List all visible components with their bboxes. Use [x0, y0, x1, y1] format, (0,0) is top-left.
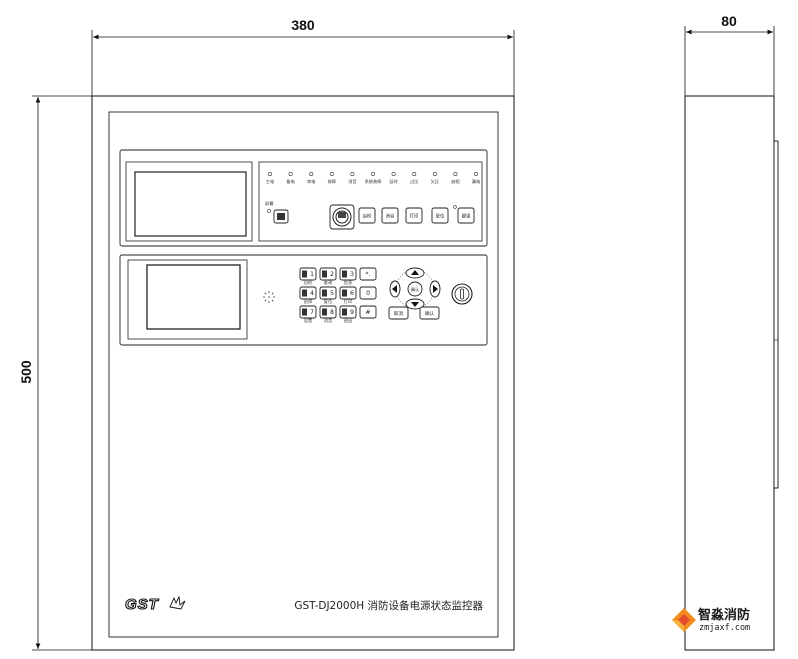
- front-view: 主电备电串电故障消音系统故障延时过压欠压缺相漏电 屏幕 自检消音打印复位键锁 1…: [91, 95, 515, 651]
- keypad-key-label: 9: [350, 309, 354, 316]
- nav-center-button[interactable]: [407, 281, 423, 297]
- keypad-key-label: 4: [310, 290, 314, 297]
- top-function-button[interactable]: [405, 207, 423, 224]
- nav-center-label: 确认: [411, 286, 419, 292]
- side-view: [684, 95, 779, 651]
- speaker-grille-icon: [263, 291, 275, 303]
- self-check-button-face: [277, 213, 285, 220]
- keypad-key-sublabel: 设置: [304, 317, 312, 324]
- top-function-label: 消音: [386, 213, 395, 220]
- arrow-left-icon: [392, 285, 397, 293]
- height-dimension: 500: [18, 95, 92, 651]
- width-dimension-label: 380: [291, 17, 315, 33]
- keypad-key[interactable]: [359, 267, 377, 281]
- watermark: 智淼消防 zmjaxf.com: [672, 607, 750, 633]
- keypad-key-label: *.: [366, 271, 371, 278]
- indicator-label: 串电: [307, 178, 316, 185]
- corner-label: 屏幕: [265, 200, 274, 207]
- top-function-label: 打印: [410, 213, 419, 220]
- indicator-label: 消音: [348, 178, 356, 185]
- keypad-key-sublabel: 启停: [304, 298, 312, 305]
- keypad-key-label: 6: [350, 290, 354, 297]
- bottom-key-row: 取消 确认: [388, 306, 440, 320]
- keypad-key-sublabel: 打印: [344, 298, 352, 305]
- keypad-key-label: 1: [310, 271, 314, 278]
- navigation-cluster: 确认: [389, 267, 441, 310]
- keypad-key-sublabel: 退出: [344, 317, 352, 324]
- indicator-led-icon: [391, 172, 396, 177]
- flame-logo-icon: [169, 595, 186, 610]
- indicator-led-icon: [412, 172, 417, 177]
- indicator-led-icon: [432, 172, 437, 177]
- numeric-keypad: 1自检 2查询 3信息 *. 4启停 5复位 6打印 0 7设置 8消音 9退出 #: [299, 267, 377, 324]
- keypad-key-label: 3: [350, 271, 354, 278]
- top-function-button[interactable]: [381, 207, 399, 224]
- indicator-led-icon: [473, 172, 478, 177]
- indicator-label: 漏电: [472, 178, 481, 185]
- keypad-key-label: 8: [330, 309, 334, 316]
- indicator-label: 欠压: [431, 178, 439, 185]
- arrow-right-icon: [433, 285, 438, 293]
- indicator-led-icon: [453, 172, 458, 177]
- watermark-logo-icon: [672, 608, 696, 632]
- depth-dimension-label: 80: [721, 13, 737, 29]
- top-function-label: 复位: [436, 213, 445, 220]
- watermark-url: zmjaxf.com: [699, 623, 750, 633]
- indicator-label: 主电: [266, 178, 275, 184]
- arrow-down-icon: [411, 302, 419, 307]
- lower-lcd-screen: [146, 264, 241, 330]
- top-function-button[interactable]: [358, 207, 376, 224]
- indicator-led-icon: [350, 172, 355, 177]
- keypad-key-sublabel: 自检: [304, 279, 313, 286]
- keypad-key-label: 7: [310, 309, 314, 316]
- indicator-label: 故障: [328, 178, 336, 185]
- bottom-key-label: 确认: [425, 310, 435, 317]
- keypad-key[interactable]: [359, 305, 377, 319]
- top-function-label: 键锁: [462, 213, 471, 220]
- bottom-key[interactable]: [419, 306, 440, 320]
- keypad-key-sublabel: 查询: [324, 279, 332, 286]
- indicator-label: 延时: [389, 178, 398, 185]
- width-dimension: 380: [91, 17, 515, 96]
- keypad-key-sublabel: 消音: [324, 317, 332, 324]
- side-door-edge: [773, 140, 779, 489]
- brand-logo: GST: [124, 595, 186, 614]
- bottom-key-label: 取消: [394, 310, 404, 317]
- height-dimension-label: 500: [18, 360, 34, 384]
- lock-led-icon: [453, 205, 457, 209]
- keypad-key-label: 5: [330, 290, 334, 297]
- indicator-label: 备电: [286, 178, 295, 185]
- indicator-led-icon: [370, 172, 375, 177]
- upper-lcd-screen: [134, 171, 247, 237]
- keypad-key-label: 2: [330, 271, 334, 278]
- top-function-label: 自检: [363, 213, 372, 220]
- arrow-up-icon: [411, 270, 419, 275]
- top-function-button[interactable]: [431, 207, 449, 224]
- indicator-label: 缺相: [451, 178, 459, 185]
- indicator-led-icon: [329, 172, 334, 177]
- keypad-key-sublabel: 信息: [344, 279, 352, 286]
- model-label: GST-DJ2000H 消防设备电源状态监控器: [294, 599, 483, 612]
- keypad-key[interactable]: [359, 286, 377, 300]
- status-led-icon: [267, 209, 271, 213]
- key-lock-icon[interactable]: [451, 283, 473, 305]
- indicator-label: 过压: [410, 178, 418, 185]
- selector-knob[interactable]: [329, 204, 355, 230]
- keypad-key-label: 0: [366, 290, 370, 297]
- control-panel: [258, 161, 483, 242]
- indicator-label: 系统故障: [365, 178, 382, 185]
- watermark-cn: 智淼消防: [698, 607, 750, 623]
- indicator-led-icon: [309, 172, 314, 177]
- indicator-row: 主电 备电 串电 故障 消音 系统故障延时 过压 欠压 缺相 漏电: [266, 172, 481, 185]
- bottom-key[interactable]: [388, 306, 409, 320]
- top-button-row: 自检 消音 打印 复位 键锁: [358, 205, 475, 224]
- depth-dimension: 80: [684, 13, 775, 96]
- keypad-key-sublabel: 复位: [324, 298, 332, 305]
- top-function-button[interactable]: [457, 207, 475, 224]
- indicator-led-icon: [267, 172, 272, 177]
- svg-text:GST: GST: [125, 596, 160, 613]
- keypad-key-label: #: [365, 309, 370, 316]
- indicator-led-icon: [288, 172, 293, 177]
